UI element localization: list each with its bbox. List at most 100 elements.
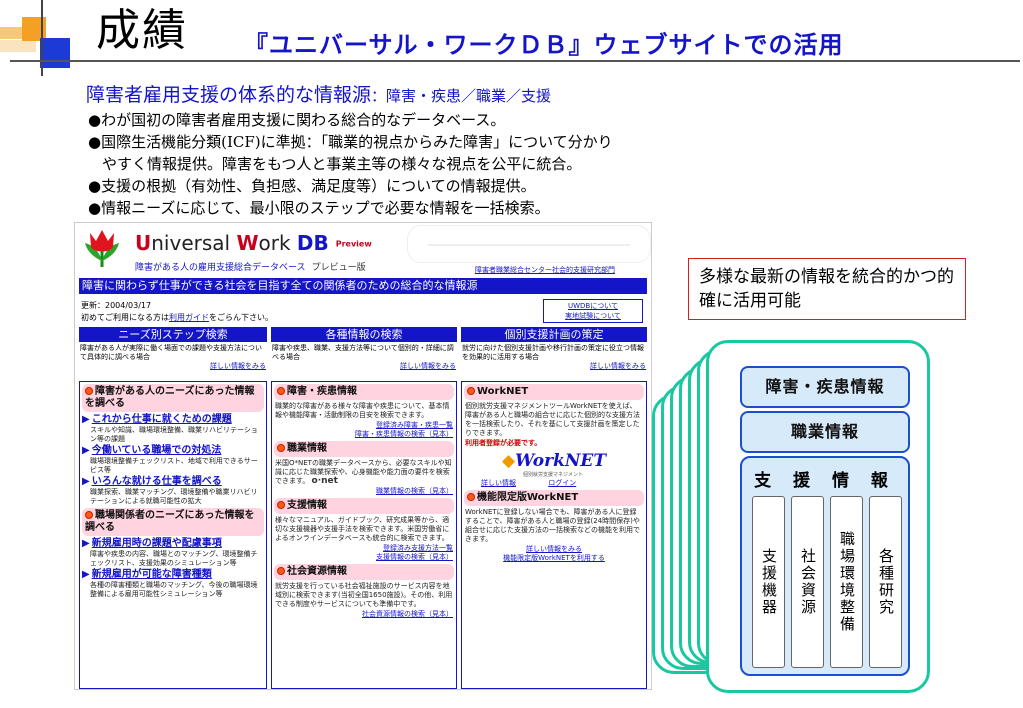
user-guide-link[interactable]: 利用ガイド	[169, 313, 209, 322]
site-tagline-tail: プレビュー版	[311, 263, 366, 273]
link-new-hire-issues[interactable]: ▶新規雇用時の課題や配慮事項	[82, 538, 264, 550]
first-visit-note: 初めてご利用になる方は利用ガイドをごらん下さい。	[81, 312, 273, 324]
needs-person-heading-text: 障害がある人のニーズにあった情報を調べる	[85, 386, 255, 409]
more-info-link[interactable]: 詳しい情報をみる	[590, 362, 646, 370]
orange-bullet-icon	[277, 501, 285, 509]
column-desc-info-search: 障害や疾患、職業、支援方法等について個別的・詳細に調べる場合 詳しい情報をみる	[272, 344, 456, 371]
callout-box: 多様な最新の情報を統合的かつ的確に活用可能	[688, 258, 966, 320]
support-info-heading-text: 支援情報	[287, 500, 327, 511]
registered-disease-list-link[interactable]: 登録済み障害・疾患一覧	[376, 421, 453, 429]
slide-title: 成績	[96, 5, 188, 56]
job-search-link[interactable]: 職業情報の検索（見本）	[376, 487, 453, 495]
disease-info-text: 職業的な障害がある様々な障害や疾患について、基本情報や機能障害・活動制限の目安を…	[275, 402, 450, 419]
more-info-link[interactable]: 詳しい情報をみる	[400, 362, 456, 370]
slide-subtitle: 『ユニバーサル・ワークＤＢ』ウェブサイトでの活用	[244, 31, 844, 59]
column-panel-info-search: 障害・疾患情報 職業的な障害がある様々な障害や疾患について、基本情報や機能障害・…	[271, 381, 457, 689]
bullet-item-continuation: やすく情報提供。障害をもつ人と事業主等の様々な視点を公平に統合。	[102, 155, 582, 173]
site-update-info: 更新：2004/03/17 初めてご利用になる方は利用ガイドをごらん下さい。	[81, 300, 273, 324]
column-head-individual-plan[interactable]: 個別支援計画の策定	[461, 327, 647, 342]
link-job-start-issues[interactable]: ▶これから仕事に就くための課題	[82, 414, 264, 426]
site-banner: 障害に関わらず仕事ができる社会を目指す全ての関係者のための総合的な情報源	[79, 278, 647, 294]
triangle-arrow-icon: ▶	[82, 476, 90, 487]
category-support-info: 支 援 情 報 支援機器 社会資源 職場環境整備 各種研究	[740, 456, 910, 676]
limited-worknet-details-link[interactable]: 詳しい情報をみる	[526, 545, 582, 553]
link-label: 新規雇用時の課題や配慮事項	[91, 538, 222, 549]
more-info-link[interactable]: 詳しい情報をみる	[210, 362, 266, 370]
orange-bullet-icon	[85, 387, 93, 395]
column-desc-needs-search: 障害がある人が実際に働く場面での課題や支援方法について具体的に調べる場合 詳しい…	[80, 344, 266, 371]
site-logo-text: Universal Work DB Preview	[135, 231, 372, 257]
first-visit-post: をごらん下さい。	[209, 313, 273, 322]
support-info-heading: 支援情報	[274, 498, 454, 514]
org-link[interactable]: 障害者職業総合センター社会的支援研究部門	[475, 266, 615, 274]
support-item-workplace-improvement: 職場環境整備	[830, 496, 863, 668]
redacted-area	[407, 225, 651, 263]
worknet-heading: WorkNET	[464, 384, 644, 400]
link-label: いろんな就ける仕事を調べる	[91, 476, 222, 487]
registration-required-note: 利用者登録が必要です。	[465, 439, 542, 447]
updated-date: 更新：2004/03/17	[81, 301, 152, 310]
job-info-heading: 職業情報	[274, 441, 454, 457]
column-head-info-search[interactable]: 各種情報の検索	[271, 327, 457, 342]
disease-search-link[interactable]: 障害・疾患情報の検索（見本）	[355, 430, 453, 438]
link-description: 障害や疾患の内容、職場とのマッチング、環境整備チェックリスト、支援効果のシミュレ…	[90, 550, 258, 567]
section-heading: 障害者雇用支援の体系的な情報源：障害・疾患／職業／支援	[86, 83, 551, 108]
onet-logo: o·net	[311, 476, 338, 486]
category-job-info: 職業情報	[740, 411, 910, 453]
column-panel-individual-plan: WorkNET 個別就労支援マネジメントツールWorkNETを使えば、障害がある…	[461, 381, 647, 689]
section-heading-tail: ：障害・疾患／職業／支援	[371, 87, 552, 105]
support-item-equipment: 支援機器	[752, 496, 785, 668]
bullet-item: ●国際生活機能分類(ICF)に準拠：「職業的視点からみた障害」について分かり	[88, 133, 613, 151]
link-label: 新規雇用が可能な障害種類	[91, 569, 212, 580]
link-description: スキルや知識、職場環境整備、職業リハビリテーション等の課題	[90, 426, 258, 443]
disease-info-heading-text: 障害・疾患情報	[287, 386, 357, 397]
worknet-login-link[interactable]: ログイン	[548, 479, 577, 487]
about-links-box: UWDBについて 実地試験について	[543, 299, 643, 323]
column-desc-individual-plan: 就労に向けた個別支援計画や移行計画の策定に役立つ情報を効果的に活用する場合 詳し…	[462, 344, 646, 371]
worknet-logo: ◆WorkNET	[502, 452, 646, 470]
link-description: 職場環境整備チェックリスト、地域で利用できるサービス等	[90, 457, 258, 474]
field-test-link[interactable]: 実地試験について	[565, 312, 621, 320]
link-current-job-coping[interactable]: ▶今働いている職場での対処法	[82, 445, 264, 457]
link-possible-jobs[interactable]: ▶いろんな就ける仕事を調べる	[82, 476, 264, 488]
orange-bullet-icon	[467, 493, 475, 501]
about-uwdb-link[interactable]: UWDBについて	[567, 302, 619, 310]
logo-letter-w: W	[236, 231, 259, 255]
bullet-item: ●情報ニーズに応じて、最小限のステップで必要な情報を一括検索。	[88, 199, 550, 217]
limited-worknet-heading-text: 機能限定版WorkNET	[477, 492, 579, 503]
limited-worknet-use-link[interactable]: 機能限定版WorkNETを利用する	[503, 554, 605, 562]
link-label: これから仕事に就くための課題	[91, 414, 232, 425]
disease-info-heading: 障害・疾患情報	[274, 384, 454, 400]
support-info-text: 様々なマニュアル、ガイドブック、研究成果等から、適切な支援機器や支援手法を検索で…	[275, 516, 450, 542]
triangle-arrow-icon: ▶	[82, 569, 90, 580]
job-info-text-body: 米国O*NETの職業データベースから、必要なスキルや知識に応じた職業探索や、心身…	[275, 459, 452, 485]
support-item-research: 各種研究	[869, 496, 902, 668]
site-tagline: 障害がある人の雇用支援総合データベースプレビュー版	[135, 263, 366, 274]
social-resource-text: 就労支援を行っている社会福祉施設のサービス内容を地域別に検索できます(当初全国1…	[275, 582, 453, 608]
worknet-heading-text: WorkNET	[477, 386, 529, 397]
site-tagline-main: 障害がある人の雇用支援総合データベース	[135, 263, 306, 273]
column-desc-text: 就労に向けた個別支援計画や移行計画の策定に役立つ情報を効果的に活用する場合	[462, 344, 644, 361]
link-hireable-disability-types[interactable]: ▶新規雇用が可能な障害種類	[82, 569, 264, 581]
column-desc-text: 障害や疾患、職業、支援方法等について個別的・詳細に調べる場合	[272, 344, 454, 361]
worknet-details-link[interactable]: 詳しい情報	[481, 479, 516, 487]
job-info-heading-text: 職業情報	[287, 443, 327, 454]
social-resource-search-link[interactable]: 社会資源情報の検索（見本）	[362, 610, 453, 618]
column-head-needs-search[interactable]: ニーズ別ステップ検索	[79, 327, 267, 342]
job-info-text: 米国O*NETの職業データベースから、必要なスキルや知識に応じた職業探索や、心身…	[275, 459, 453, 486]
needs-employer-heading-text: 職場関係者のニーズにあった情報を調べる	[85, 510, 255, 533]
first-visit-pre: 初めてご利用になる方は	[81, 313, 169, 322]
worknet-logo-text: WorkNET	[515, 451, 607, 471]
bullet-item: ●わが国初の障害者雇用支援に関わる総合的なデータベース。	[88, 111, 506, 129]
needs-person-heading: 障害がある人のニーズにあった情報を調べる	[82, 384, 264, 412]
category-disease-info: 障害・疾患情報	[740, 366, 910, 408]
logo-letter-u: U	[135, 231, 152, 255]
support-search-link[interactable]: 支援情報の検索（見本）	[376, 553, 453, 561]
orange-bullet-icon	[277, 567, 285, 575]
registered-support-list-link[interactable]: 登録済み支援方法一覧	[383, 544, 453, 552]
orange-bullet-icon	[85, 511, 93, 519]
limited-worknet-text: WorkNETに登録しない場合でも、障害がある人に登録することで、障害がある人と…	[465, 508, 640, 543]
header-decoration-bar-light	[0, 40, 36, 52]
website-screenshot: Universal Work DB Preview 障害がある人の雇用支援総合デ…	[74, 222, 652, 690]
bullet-item: ●支援の根拠（有効性、負担感、満足度等）についての情報提供。	[88, 177, 536, 195]
